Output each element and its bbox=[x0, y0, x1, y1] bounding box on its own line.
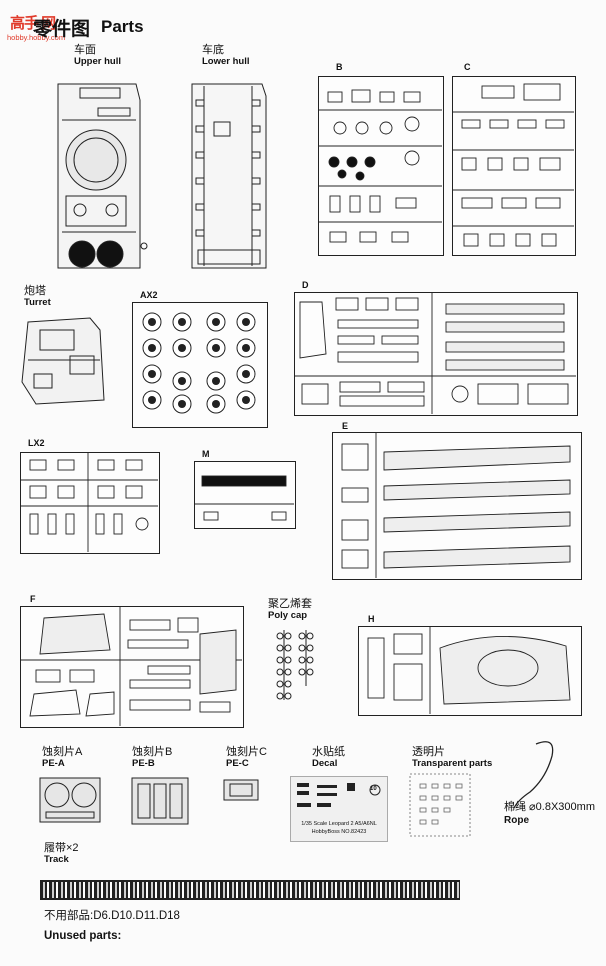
upper-hull-label: 车面 Upper hull bbox=[74, 44, 121, 68]
pe-b-label-zh: 蚀刻片B bbox=[132, 746, 173, 758]
unused-parts-list: D6.D10.D11.D18 bbox=[93, 910, 180, 922]
upper-hull-label-zh: 车面 bbox=[74, 44, 96, 56]
decal-label: 水贴纸 Decal bbox=[312, 746, 345, 770]
sprue-d-label: D bbox=[302, 280, 309, 290]
unused-parts-label-zh: 不用部品: bbox=[44, 910, 94, 922]
unused-parts-line: 不用部品:D6.D10.D11.D18 bbox=[44, 910, 180, 923]
sprue-f-label: F bbox=[30, 594, 36, 604]
sprue-h-label: H bbox=[368, 614, 375, 624]
upper-hull-label-en: Upper hull bbox=[74, 56, 121, 67]
sprue-lx2-label: LX2 bbox=[28, 438, 45, 448]
rope-label-zh: 棉绳 ⌀0.8X300mm bbox=[504, 801, 595, 813]
decal-caption-1: 1/35 Scale Leopard 2 A5/A6NL bbox=[301, 821, 377, 827]
sprue-c-label: C bbox=[464, 62, 471, 72]
unused-parts-label-en: Unused parts: bbox=[44, 930, 122, 942]
decal-sheet: 10 1/35 Scale Leopard 2 A5/A6NL HobbyBos… bbox=[290, 776, 388, 842]
lower-hull-label-zh: 车底 bbox=[202, 44, 224, 56]
track-label: 履带×2 Track bbox=[44, 842, 79, 866]
decal-markings bbox=[297, 783, 381, 807]
sprue-m-label: M bbox=[202, 449, 210, 459]
sprue-ax2-label: AX2 bbox=[140, 290, 158, 300]
decal-badge: 10 bbox=[370, 786, 377, 792]
page-title-zh: 零件图 bbox=[33, 19, 91, 40]
pe-c-label: 蚀刻片C PE-C bbox=[226, 746, 267, 770]
sprue-lx2-frame bbox=[20, 452, 160, 554]
clear-parts-label: 透明片 Transparent parts bbox=[412, 746, 492, 770]
decal-caption-2: HobbyBoss NO.82423 bbox=[311, 829, 367, 835]
track-label-en: Track bbox=[44, 854, 69, 865]
lower-hull-label-en: Lower hull bbox=[202, 56, 250, 67]
pe-b-label-en: PE-B bbox=[132, 758, 155, 769]
turret-label-en: Turret bbox=[24, 297, 51, 308]
pe-b-label: 蚀刻片B PE-B bbox=[132, 746, 172, 770]
rope-label-en: Rope bbox=[504, 815, 529, 826]
pe-a-label-zh: 蚀刻片A bbox=[42, 746, 83, 758]
page-title-en: Parts bbox=[101, 17, 144, 36]
sprue-e-label: E bbox=[342, 421, 349, 431]
decal-label-zh: 水贴纸 bbox=[312, 746, 345, 758]
logo-text: 高手 网 bbox=[10, 15, 56, 32]
site-logo: 高手 网 hobby.hobby.com bbox=[4, 6, 66, 42]
poly-cap-label: 聚乙烯套 Poly cap bbox=[268, 598, 312, 622]
turret-label-zh: 炮塔 bbox=[24, 285, 46, 297]
sprue-b-label: B bbox=[336, 62, 343, 72]
poly-cap-label-zh: 聚乙烯套 bbox=[268, 598, 312, 610]
poly-cap-label-en: Poly cap bbox=[268, 610, 308, 621]
track-strip bbox=[40, 880, 460, 900]
rope-label: 棉绳 ⌀0.8X300mm Rope bbox=[504, 801, 595, 827]
turret-label: 炮塔 Turret bbox=[24, 285, 51, 309]
sprue-m-frame bbox=[194, 461, 296, 529]
pe-a-label: 蚀刻片A PE-A bbox=[42, 746, 82, 770]
decal-label-en: Decal bbox=[312, 758, 338, 769]
clear-parts-label-en: Transparent parts bbox=[412, 758, 493, 769]
sprue-b-frame bbox=[318, 76, 444, 256]
pe-c-label-en: PE-C bbox=[226, 758, 249, 769]
clear-parts-label-zh: 透明片 bbox=[412, 746, 445, 758]
logo-url: hobby.hobby.com bbox=[7, 33, 66, 42]
track-label-zh: 履带×2 bbox=[44, 842, 79, 854]
lower-hull-label: 车底 Lower hull bbox=[202, 44, 250, 68]
pe-a-label-en: PE-A bbox=[42, 758, 65, 769]
pe-c-label-zh: 蚀刻片C bbox=[226, 746, 267, 758]
